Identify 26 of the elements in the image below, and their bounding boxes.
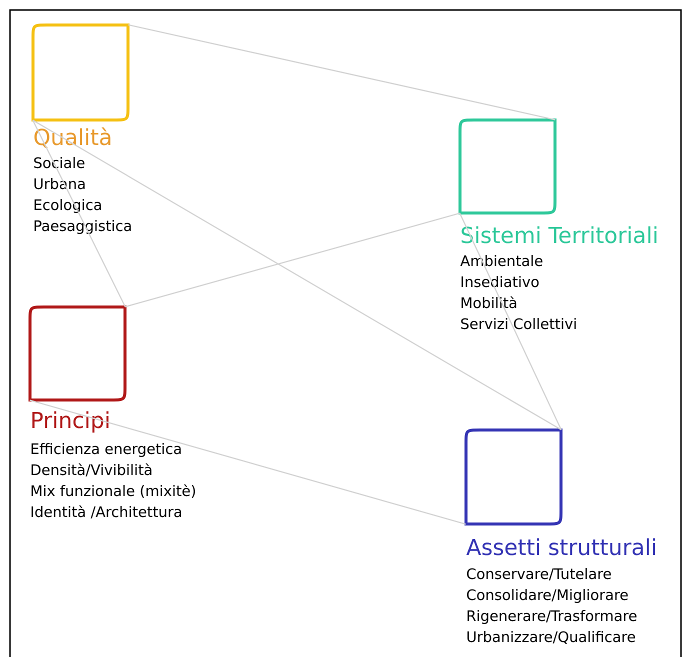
node-title: Principi xyxy=(32,411,108,433)
list-item: Servizi Collettivi xyxy=(461,318,576,330)
list-item: Densità/Vivibilità xyxy=(32,463,152,476)
connector-line xyxy=(128,24,556,120)
list-item: Paesaggistica xyxy=(34,220,131,234)
node-title: Assetti strutturali xyxy=(466,538,655,556)
list-item: Conservare/Tutelare xyxy=(467,568,611,580)
connector-line xyxy=(30,400,466,525)
list-item: Urbana xyxy=(34,178,85,190)
list-item: Urbanizzare/Qualificare xyxy=(467,630,636,644)
list-item: Insediativo xyxy=(462,276,539,288)
connector-line xyxy=(32,120,562,430)
list-item: Consolidare/Migliorare xyxy=(467,588,628,603)
connector-line xyxy=(32,120,126,308)
connector-line xyxy=(459,212,562,430)
list-item: Identità /Architettura xyxy=(32,505,182,518)
list-item: Ambientale xyxy=(460,254,542,266)
list-item: Mix funzionale (mixitè) xyxy=(32,484,195,498)
list-item: Mobilità xyxy=(462,296,516,308)
list-item: Efficienza energetica xyxy=(32,442,181,457)
node-title: Sistemi Territoriali xyxy=(462,226,656,244)
list-item: Ecologica xyxy=(34,198,101,213)
connector-line xyxy=(125,212,460,308)
list-item: Sociale xyxy=(34,156,84,168)
list-item: Rigenerare/Trasformare xyxy=(468,610,636,624)
node-title: Qualità xyxy=(34,127,110,148)
